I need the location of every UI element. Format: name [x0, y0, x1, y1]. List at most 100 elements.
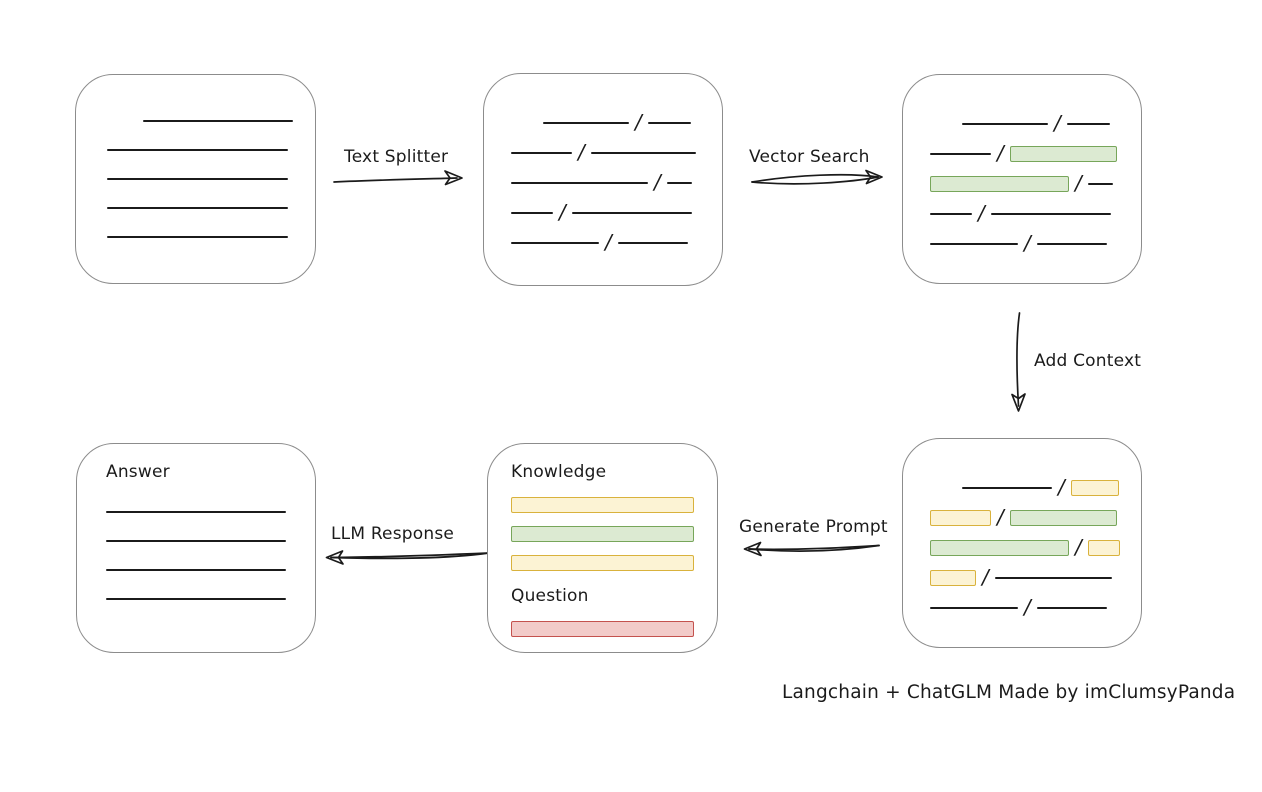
content-row — [511, 621, 707, 637]
indent-space — [930, 488, 956, 489]
content-row: / — [930, 111, 1131, 135]
content-row — [107, 149, 305, 151]
text-splitter-label: Text Splitter — [344, 147, 449, 167]
content-row — [106, 511, 305, 513]
section-label: Knowledge — [511, 462, 607, 482]
text-line — [106, 569, 286, 571]
text-line — [590, 152, 696, 154]
green-highlight-chip — [511, 526, 694, 542]
text-line — [107, 178, 288, 180]
yellow-highlight-chip — [511, 497, 694, 513]
text-line — [962, 487, 1052, 489]
box-split-chunks: / / / / / — [483, 73, 723, 286]
vector-search-label: Vector Search — [749, 147, 870, 167]
text-line — [107, 236, 288, 238]
chunk-separator: / — [635, 110, 642, 134]
text-line — [930, 153, 991, 155]
content-row: / — [930, 201, 1131, 225]
content-row: / — [511, 170, 712, 194]
content-row: Question — [511, 584, 707, 608]
text-line — [1036, 607, 1107, 609]
text-line — [106, 540, 286, 542]
box-source-document — [75, 74, 316, 284]
text-line — [990, 213, 1111, 215]
yellow-highlight-chip — [511, 555, 694, 571]
chunk-separator: / — [1054, 111, 1061, 135]
content-row: Knowledge — [511, 460, 707, 484]
content-row: / — [930, 567, 1131, 587]
chunk-separator: / — [978, 201, 985, 225]
red-highlight-chip — [511, 621, 694, 637]
chunk-separator: / — [997, 505, 1004, 529]
generate-prompt-arrow — [743, 541, 880, 557]
text-line — [511, 242, 599, 244]
indent-space — [930, 124, 956, 125]
content-row: / — [930, 231, 1131, 255]
text-line — [107, 149, 288, 151]
chunk-separator: / — [1058, 475, 1065, 499]
content-row — [106, 598, 305, 600]
content-row — [511, 555, 707, 571]
yellow-highlight-chip — [1087, 540, 1120, 556]
text-line — [1036, 243, 1107, 245]
chunk-separator: / — [559, 200, 566, 224]
yellow-highlight-chip — [930, 570, 976, 586]
box-answer: Answer — [76, 443, 316, 653]
text-line — [930, 607, 1018, 609]
text-line — [930, 243, 1018, 245]
add-context-arrow — [1011, 312, 1026, 412]
vector-search-arrow — [751, 169, 883, 185]
chunk-separator: / — [578, 140, 585, 164]
text-line — [543, 122, 629, 124]
chunk-separator: / — [1024, 231, 1031, 255]
green-highlight-chip — [1009, 510, 1117, 526]
credit-text: Langchain + ChatGLM Made by imClumsyPand… — [782, 682, 1236, 703]
text-line — [666, 182, 692, 184]
generate-prompt-label: Generate Prompt — [739, 517, 888, 537]
content-row: / — [930, 475, 1131, 499]
section-label: Question — [511, 586, 589, 606]
content-row: / — [511, 230, 712, 254]
content-row: / — [930, 173, 1131, 193]
content-row — [107, 207, 305, 209]
text-line — [107, 207, 288, 209]
content-row — [511, 526, 707, 542]
content-row — [106, 540, 305, 542]
box-matched-chunks: / / / / / — [902, 74, 1142, 284]
text-line — [106, 598, 286, 600]
llm-response-label: LLM Response — [331, 524, 455, 544]
content-row — [107, 178, 305, 180]
chunk-separator: / — [1075, 535, 1082, 559]
text-line — [106, 511, 286, 513]
content-row — [511, 497, 707, 513]
text-line — [962, 123, 1048, 125]
content-row — [107, 236, 305, 238]
indent-space — [107, 121, 137, 122]
content-row — [107, 120, 305, 122]
content-row: / — [930, 143, 1131, 163]
indent-space — [511, 123, 537, 124]
text-line — [511, 212, 553, 214]
llm-response-arrow — [325, 550, 490, 565]
text-line — [617, 242, 688, 244]
content-row: / — [930, 505, 1131, 529]
content-row: Answer — [106, 460, 305, 484]
section-label: Answer — [106, 462, 170, 482]
add-context-label: Add Context — [1034, 351, 1142, 371]
text-line — [1066, 123, 1110, 125]
content-row: / — [511, 110, 712, 134]
content-row: / — [511, 140, 712, 164]
chunk-separator: / — [654, 170, 661, 194]
chunk-separator: / — [605, 230, 612, 254]
text-line — [571, 212, 692, 214]
text-line — [994, 577, 1112, 579]
green-highlight-chip — [1009, 146, 1117, 162]
text-line — [511, 152, 572, 154]
content-row — [106, 569, 305, 571]
box-context-chunks: ///// — [902, 438, 1142, 648]
text-line — [511, 182, 648, 184]
content-row: / — [930, 535, 1131, 559]
green-highlight-chip — [930, 176, 1069, 192]
